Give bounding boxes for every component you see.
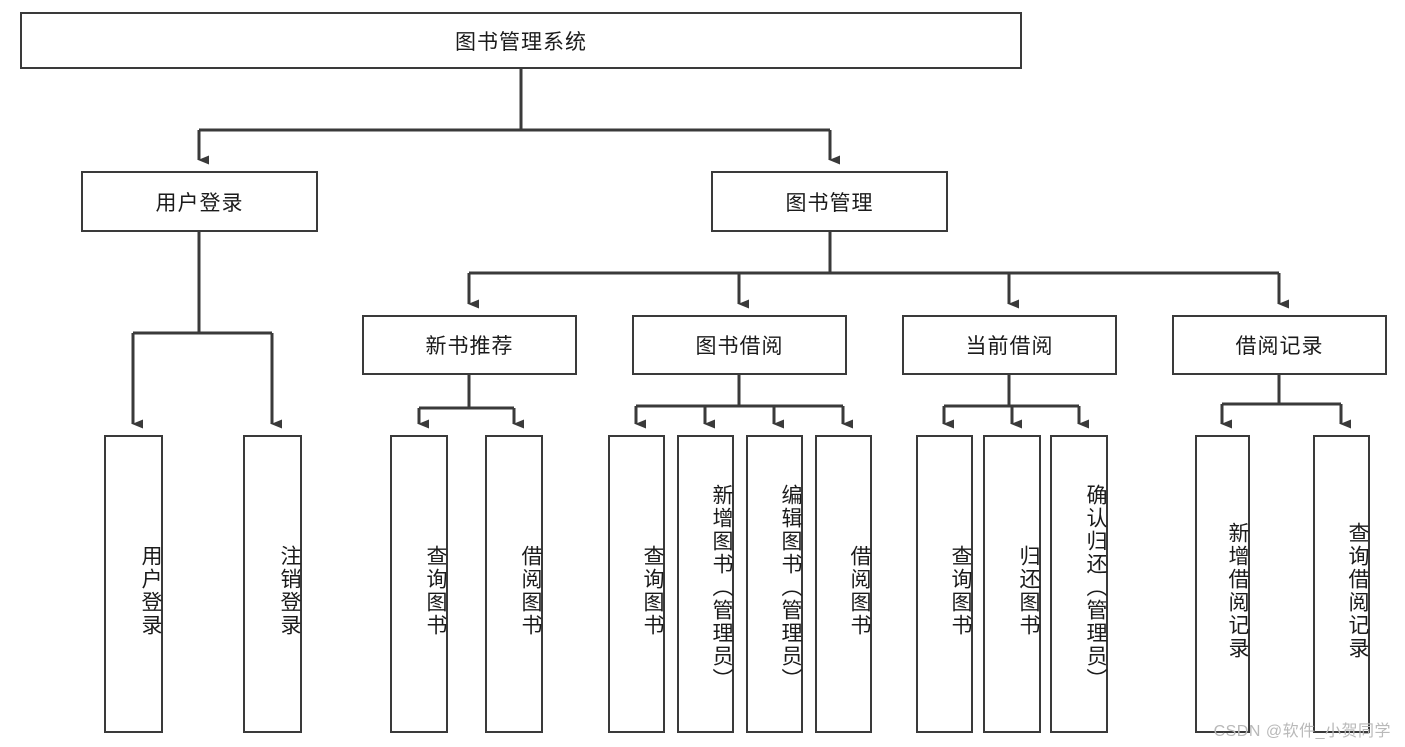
node-label: 借阅图书 xyxy=(519,545,542,637)
node-leaf-borrow-borrow-book[interactable]: 借阅图书 xyxy=(815,435,872,733)
node-leaf-logout[interactable]: 注销登录 xyxy=(243,435,302,733)
node-root-system[interactable]: 图书管理系统 xyxy=(20,12,1022,69)
node-leaf-cur-confirm-return[interactable]: 确认归还（管理员） xyxy=(1050,435,1108,733)
node-label: 查询图书 xyxy=(949,545,972,637)
node-leaf-rec-query-record[interactable]: 查询借阅记录 xyxy=(1313,435,1370,733)
node-label: 查询图书 xyxy=(641,545,664,637)
node-leaf-cur-return-book[interactable]: 归还图书 xyxy=(983,435,1041,733)
node-label: 注销登录 xyxy=(278,545,301,637)
node-label: 用户登录 xyxy=(155,191,244,215)
node-current-borrow[interactable]: 当前借阅 xyxy=(902,315,1117,375)
node-label: 查询借阅记录 xyxy=(1346,522,1369,660)
watermark-text: CSDN @软件_小贺同学 xyxy=(1213,723,1391,740)
node-label: 图书借阅 xyxy=(695,335,784,358)
node-label: 编辑图书（管理员） xyxy=(779,483,802,691)
node-label: 确认归还（管理员） xyxy=(1084,483,1107,691)
node-label: 图书管理 xyxy=(785,191,874,215)
node-leaf-cur-query-book[interactable]: 查询图书 xyxy=(916,435,973,733)
node-label: 借阅图书 xyxy=(848,545,871,637)
node-label: 当前借阅 xyxy=(965,335,1054,358)
node-leaf-borrow-edit-book[interactable]: 编辑图书（管理员） xyxy=(746,435,803,733)
node-label: 借阅记录 xyxy=(1235,335,1324,358)
node-label: 新增图书（管理员） xyxy=(710,483,733,691)
node-book-borrow[interactable]: 图书借阅 xyxy=(632,315,847,375)
node-leaf-borrow-add-book[interactable]: 新增图书（管理员） xyxy=(677,435,734,733)
node-leaf-borrow-query-book[interactable]: 查询图书 xyxy=(608,435,665,733)
node-label: 查询图书 xyxy=(424,545,447,637)
node-leaf-rec-add-record[interactable]: 新增借阅记录 xyxy=(1195,435,1250,733)
node-leaf-rec-borrow-book[interactable]: 借阅图书 xyxy=(485,435,543,733)
node-label: 新书推荐 xyxy=(425,335,514,358)
node-label: 用户登录 xyxy=(139,545,162,637)
node-label: 新增借阅记录 xyxy=(1226,522,1249,660)
node-label: 归还图书 xyxy=(1017,545,1040,637)
node-leaf-rec-query-book[interactable]: 查询图书 xyxy=(390,435,448,733)
node-new-book-recommend[interactable]: 新书推荐 xyxy=(362,315,577,375)
node-user-login-branch[interactable]: 用户登录 xyxy=(81,171,318,232)
node-borrow-record[interactable]: 借阅记录 xyxy=(1172,315,1387,375)
node-leaf-user-login[interactable]: 用户登录 xyxy=(104,435,163,733)
node-book-management-branch[interactable]: 图书管理 xyxy=(711,171,948,232)
node-label: 图书管理系统 xyxy=(455,30,587,54)
